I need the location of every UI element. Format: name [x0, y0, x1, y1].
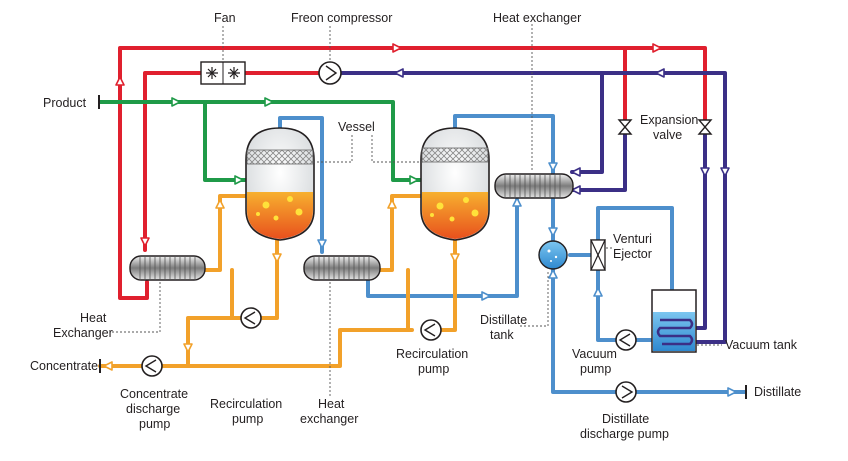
distillate-label: Distillate — [754, 385, 801, 399]
flow-arrow — [593, 287, 603, 297]
recirculation-pump-right-icon — [420, 319, 442, 341]
vacuum-tank-icon — [651, 289, 697, 353]
recirc-pump-right-label-2: pump — [418, 362, 449, 376]
flow-arrow — [720, 167, 730, 177]
heat-exchanger-top-label: Heat exchanger — [493, 11, 581, 25]
heat-exchanger-left-label-2: Exchanger — [53, 326, 113, 340]
vacuum-pump-icon — [615, 329, 637, 351]
recirc-pump-left-label-1: Recirculation — [210, 397, 282, 411]
leader-lines — [112, 24, 722, 398]
fan-icon — [200, 61, 246, 85]
flow-arrow — [272, 253, 282, 263]
expansion-valve-right-icon — [697, 119, 713, 135]
heat-exchanger-mid-label-1: Heat — [318, 397, 345, 411]
flow-arrow — [548, 269, 558, 279]
freon-cold-return — [340, 71, 727, 344]
distillate-discharge-pump-icon — [615, 381, 637, 403]
flow-arrow — [481, 291, 491, 301]
hx-left-feed — [203, 194, 247, 272]
heat-exchanger-left-label-1: Heat — [80, 311, 107, 325]
flow-arrow — [655, 68, 665, 78]
flow-arrow — [317, 239, 327, 249]
freon-cold-hx-line-2 — [570, 132, 627, 192]
freon-compressor-line — [143, 71, 320, 252]
concentrate-label: Concentrate — [30, 359, 98, 373]
vacuum-pump-label-1: Vacuum — [572, 347, 617, 361]
venturi-ejector-icon — [590, 239, 606, 271]
vessel-label: Vessel — [338, 120, 375, 134]
heat-exchanger-mid-label-2: exchanger — [300, 412, 358, 426]
vacuum-pump-label-2: pump — [580, 362, 611, 376]
recirc-line-right — [440, 238, 457, 332]
flow-arrows — [103, 43, 737, 397]
flow-arrow — [392, 43, 402, 53]
expansion-valve-left-icon — [617, 119, 633, 135]
flow-arrow — [394, 68, 404, 78]
distillate-tank-icon — [538, 240, 568, 270]
flow-arrow — [171, 97, 181, 107]
freon-cold-hx-line-1 — [570, 71, 604, 174]
concentrate-pump-label-3: pump — [139, 417, 170, 431]
flow-arrow — [215, 199, 225, 209]
flow-arrow — [387, 199, 397, 209]
fan-label: Fan — [214, 11, 236, 25]
vessel-right-icon — [420, 127, 490, 241]
expansion-valve-label-2: valve — [653, 128, 682, 142]
flow-arrow — [571, 167, 581, 177]
expansion-valve-label-1: Expansion — [640, 113, 698, 127]
distillate-pump-label-2: discharge pump — [580, 427, 669, 441]
heat-exchanger-mid-icon — [303, 255, 381, 281]
flow-arrow — [571, 185, 581, 195]
flow-arrow — [103, 361, 113, 371]
flow-arrow — [115, 76, 125, 86]
flow-arrow — [234, 175, 244, 185]
recirc-pump-right-label-1: Recirculation — [396, 347, 468, 361]
flow-arrow — [183, 343, 193, 353]
vapour-line-1 — [278, 116, 324, 254]
freon-hot-loop — [118, 46, 707, 300]
product-branch — [203, 100, 247, 182]
flow-arrow — [450, 253, 460, 263]
flow-arrow — [727, 387, 737, 397]
flow-arrow — [512, 197, 522, 207]
product-line — [98, 100, 422, 182]
hx-mid-feed — [376, 194, 422, 272]
flow-arrow — [652, 43, 662, 53]
recirculation-pump-left-icon — [240, 307, 262, 329]
distillate-line — [551, 268, 747, 394]
flow-arrow — [409, 175, 419, 185]
distillate-tank-label-2: tank — [490, 328, 514, 342]
product-label: Product — [43, 96, 87, 110]
freon-cold-evap-line — [695, 132, 707, 330]
flow-arrow — [264, 97, 274, 107]
heat-exchanger-right-icon — [494, 173, 574, 199]
flow-arrow — [548, 162, 558, 172]
concentrate-pump-label-2: discharge — [126, 402, 180, 416]
flow-arrow — [140, 237, 150, 247]
flow-arrow — [548, 227, 558, 237]
venturi-label-1: Venturi — [613, 232, 652, 246]
freon-compressor-label: Freon compressor — [291, 11, 392, 25]
concentrate-pump-label-1: Concentrate — [120, 387, 188, 401]
heat-exchanger-left-icon — [129, 255, 206, 281]
flow-arrow — [700, 167, 710, 177]
vapour-line-2 — [453, 114, 555, 177]
concentrate-discharge-pump-icon — [141, 355, 163, 377]
freon-compressor-icon — [318, 61, 342, 85]
recirc-pump-left-label-2: pump — [232, 412, 263, 426]
distillate-pump-label-1: Distillate — [602, 412, 649, 426]
venturi-label-2: Ejector — [613, 247, 652, 261]
distillate-tank-label-1: Distillate — [480, 313, 527, 327]
vacuum-tank-label: Vacuum tank — [725, 338, 798, 352]
vessel-left-icon — [245, 127, 315, 241]
